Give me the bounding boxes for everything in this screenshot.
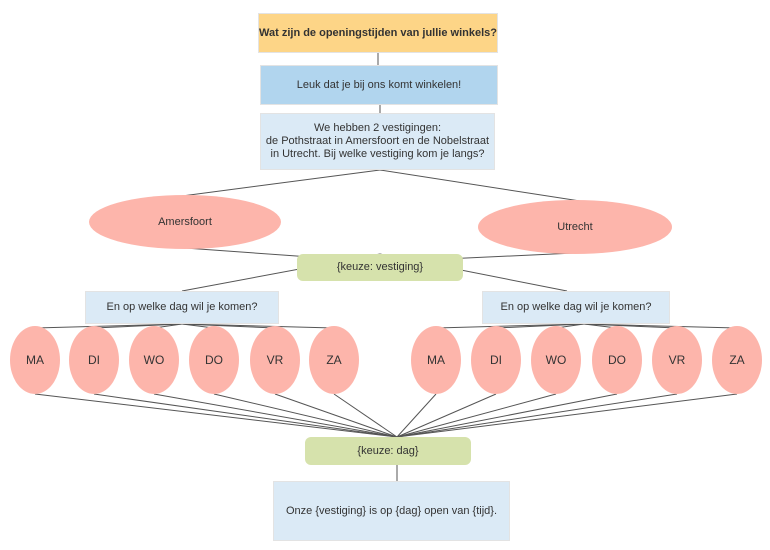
connector-line: [396, 393, 557, 438]
answer-node: Onze {vestiging} is op {dag} open van {t…: [273, 481, 510, 541]
choice-day-node: {keuze: dag}: [305, 437, 471, 465]
choice-location-node: {keuze: vestiging}: [297, 254, 463, 281]
greeting-node: Leuk dat je bij ons komt winkelen!: [260, 65, 498, 105]
connector-line: [379, 169, 581, 202]
day-za-amersfoort: ZA: [309, 326, 359, 394]
connector-line: [93, 323, 183, 329]
day-vr-amersfoort: VR: [250, 326, 300, 394]
day-wo-utrecht: WO: [531, 326, 581, 394]
connector-line: [396, 393, 437, 438]
day-vr-utrecht: VR: [652, 326, 702, 394]
day-di-amersfoort: DI: [69, 326, 119, 394]
connector-line: [181, 323, 335, 329]
day-ma-amersfoort: MA: [10, 326, 60, 394]
connector-line: [396, 393, 738, 438]
day-question-right: En op welke dag wil je komen?: [482, 291, 670, 324]
connector-line: [34, 393, 398, 438]
location-question-node: We hebben 2 vestigingen: de Pothstraat i…: [260, 113, 495, 170]
connector-line: [181, 169, 381, 197]
connector-line: [396, 393, 497, 438]
connector-line: [396, 393, 678, 438]
day-za-utrecht: ZA: [712, 326, 762, 394]
connector-line: [495, 323, 585, 329]
title-node: Wat zijn de openingstijden van jullie wi…: [258, 13, 498, 53]
connector-line: [153, 393, 398, 438]
day-ma-utrecht: MA: [411, 326, 461, 394]
connector-line: [583, 323, 738, 329]
connector-line: [396, 393, 618, 438]
day-wo-amersfoort: WO: [129, 326, 179, 394]
day-question-left: En op welke dag wil je komen?: [85, 291, 279, 324]
connector-line: [93, 393, 398, 438]
day-do-utrecht: DO: [592, 326, 642, 394]
connector-line: [333, 393, 398, 438]
connector-line: [213, 393, 398, 438]
location-utrecht: Utrecht: [478, 200, 672, 254]
day-do-amersfoort: DO: [189, 326, 239, 394]
connector-line: [274, 393, 398, 438]
day-di-utrecht: DI: [471, 326, 521, 394]
location-amersfoort: Amersfoort: [89, 195, 281, 249]
